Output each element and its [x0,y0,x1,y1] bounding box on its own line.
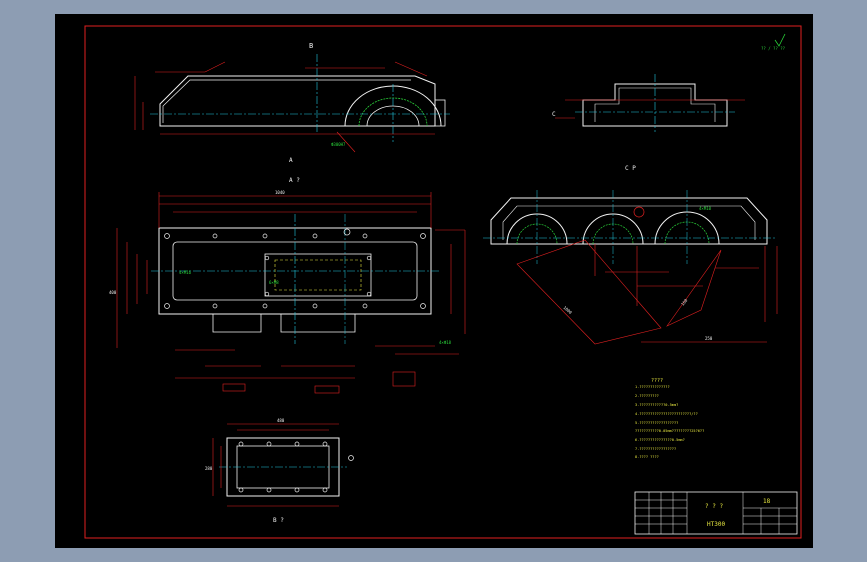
plan-dimensions [116,192,466,379]
elevation-leader-5 [336,131,356,153]
section-note-1: 4×M10 [699,206,712,211]
plan-note-2: 6×M8 [269,280,279,285]
title-material: HT300 [707,521,725,528]
view-label-b: B ? [273,517,284,524]
elevation-leader-2 [204,61,226,73]
plan-note-1: 4×M16 [179,270,192,275]
roughness-note: ?? / ?? ?? [761,46,786,51]
title-block: ? ? ? HT300 18 [634,491,798,535]
section-dim-slant-2: 150 [680,297,689,306]
roughness-icon [774,33,786,47]
technical-notes: ???? 1.?????????????? 2.????????? 3.????… [635,378,704,459]
cad-drawing: B Ф300H7 A C ?? / ?? ?? [84,25,802,539]
notes-line-4: 4.????????????????????????/?? [635,412,698,416]
notes-line-5: 5.?????????????????? [635,421,678,425]
view-b: 480 280 B ? [205,418,354,524]
title-part-name: ? ? ? [705,503,723,510]
plan-feet [212,314,356,333]
view-b-dim-width: 480 [277,418,285,423]
plan-view-a: A ? [109,177,466,394]
section-inner [502,205,756,240]
notes-line-3: 3.????????????0.5mm? [635,403,678,407]
plan-window-hidden [274,259,362,291]
end-view-c: C ?? / ?? ?? [552,33,786,132]
view-b-dim-height: 280 [205,466,213,471]
plan-window [264,253,372,297]
section-outline [490,197,768,245]
title-block-grid [635,492,797,534]
section-boss [633,206,645,218]
notes-line-7: 6.???????????????0.5mm? [635,438,685,442]
elevation-view: B Ф300H7 A [134,42,450,164]
view-label-cp: C P [625,165,636,172]
section-centerlines [483,190,775,264]
plan-dim-total: 1040 [275,190,285,195]
view-label-b-top: B [309,42,313,50]
title-scale: 18 [763,498,771,505]
plan-dim-height: 400 [109,290,117,295]
notes-line-6: ???????????0.05mm?????????25?6?? [635,429,704,433]
notes-line-8: 7.????????????????? [635,447,676,451]
title-block-frame [634,491,798,535]
view-b-holes [238,441,354,493]
elevation-leader-4 [394,61,428,77]
plan-bolt-holes [164,228,426,309]
elevation-note: Ф300H7 [331,142,346,147]
notes-line-2: 2.????????? [635,394,659,398]
view-label-a: A ? [289,177,300,184]
notes-line-1: 1.?????????????? [635,385,670,389]
tolerance-frames [222,371,416,394]
inner-border [84,25,802,539]
elevation-inner-line [162,79,411,123]
section-construction [516,239,778,345]
drawing-sheet: B Ф300H7 A C ?? / ?? ?? [55,14,813,548]
plan-note-3: 4×Ф18 [439,340,452,345]
section-dim-slant-1: 1000 [562,305,573,315]
notes-heading: ???? [651,378,663,384]
section-dim-width: 250 [705,336,713,341]
view-label-a-section: A [289,157,293,164]
elevation-outline [159,75,436,127]
view-label-c: C [552,111,556,118]
view-b-dimensions [212,423,339,507]
section-view-cp: C P [483,165,778,345]
notes-line-9: 8.???? ???? [635,455,659,459]
end-boss [434,99,446,127]
